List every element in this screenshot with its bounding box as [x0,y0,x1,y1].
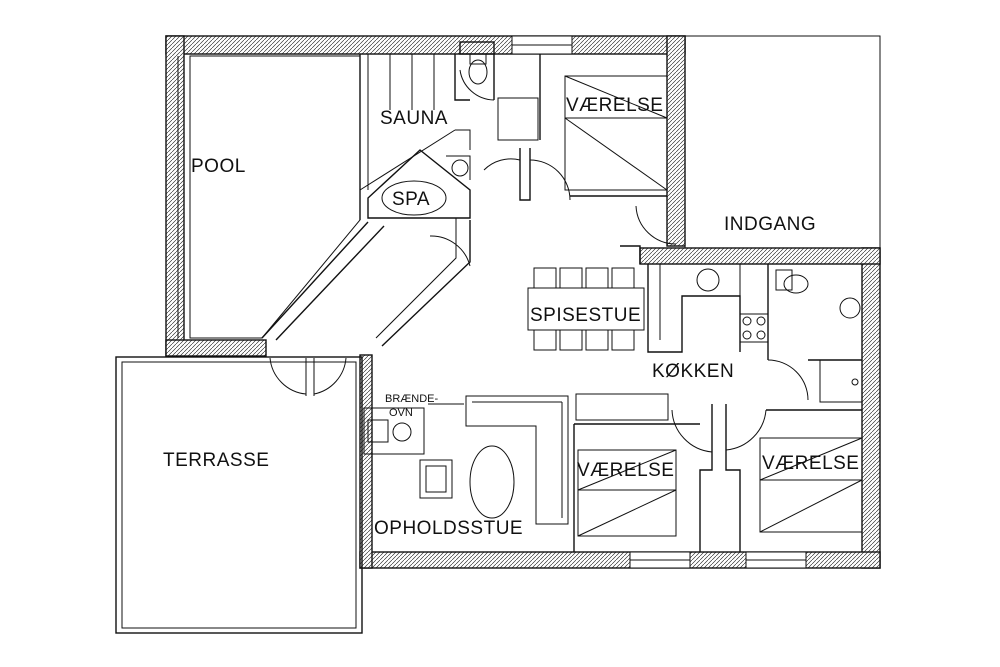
label-terrace: TERRASSE [163,450,269,471]
label-stove-line1: BRÆNDE- [385,393,439,405]
label-pool: POOL [191,156,246,177]
sink-spa [446,155,471,180]
label-bedroom-top: VÆRELSE [566,95,663,116]
spa-tub [367,149,471,219]
bedroom-mid [573,409,713,552]
label-sauna: SAUNA [380,108,448,129]
sauna [359,54,471,220]
living-room [363,393,669,525]
kitchen [647,264,769,360]
diagonal-corridor [261,218,471,347]
label-bedroom-mid: VÆRELSE [577,460,674,481]
windows-bottom [511,35,807,569]
toilet-top [459,41,539,141]
entrance-area [684,35,881,249]
dining-table [527,245,645,351]
label-bedroom-right: VÆRELSE [762,453,859,474]
pool [177,55,361,339]
label-entrance: INDGANG [724,214,816,235]
label-living-room: OPHOLDSSTUE [374,518,523,539]
terrace-doors [269,357,347,396]
bedroom-right [699,404,863,552]
terrace [115,356,363,634]
bathroom-right [767,269,863,403]
label-dining: SPISESTUE [530,305,641,326]
bedroom-top [483,54,677,245]
label-kitchen: KØKKEN [652,361,734,382]
exterior-walls [165,35,881,569]
label-spa: SPA [392,189,430,210]
label-stove-line2: OVN [389,407,413,419]
